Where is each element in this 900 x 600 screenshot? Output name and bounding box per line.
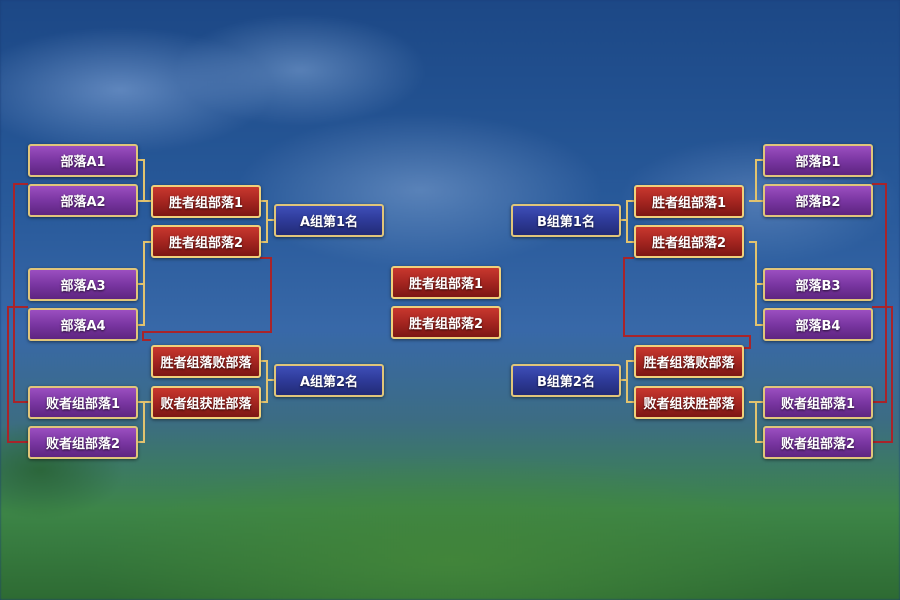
final-winner-tribe-1[interactable]: 胜者组部落1 — [391, 266, 501, 299]
group-a-first-place[interactable]: A组第1名 — [274, 204, 384, 237]
connector-b-first-top — [620, 200, 634, 221]
loser-bracket-tribe-a2[interactable]: 败者组部落2 — [28, 426, 138, 459]
winner-bracket-tribe-b2[interactable]: 胜者组部落2 — [634, 225, 744, 258]
winner-bracket-loser-b[interactable]: 胜者组落败部落 — [634, 345, 744, 378]
loser-bracket-tribe-b1[interactable]: 败者组部落1 — [763, 386, 873, 419]
group-b-first-place[interactable]: B组第1名 — [511, 204, 621, 237]
group-b-second-place[interactable]: B组第2名 — [511, 364, 621, 397]
connector-a3-a4 — [137, 241, 151, 285]
connector-a-red-outer — [13, 183, 28, 403]
connector-a-second-bottom — [260, 380, 268, 403]
connector-loser-pair-a — [137, 401, 145, 443]
connector-b1-b2 — [749, 159, 763, 202]
loser-bracket-tribe-a1[interactable]: 败者组部落1 — [28, 386, 138, 419]
connector-b-second-top — [620, 360, 634, 381]
connector-b-red-outer2 — [872, 306, 893, 443]
tribe-a2[interactable]: 部落A2 — [28, 184, 138, 217]
winner-bracket-tribe-a1[interactable]: 胜者组部落1 — [151, 185, 261, 218]
tribe-a1[interactable]: 部落A1 — [28, 144, 138, 177]
connector-a-second-top — [260, 360, 274, 381]
connector-a-red-outer2 — [7, 306, 28, 443]
tribe-b1[interactable]: 部落B1 — [763, 144, 873, 177]
connector-a-red-loss — [142, 257, 272, 341]
connector-a-first-top — [260, 200, 274, 221]
loser-bracket-winner-a[interactable]: 败者组获胜部落 — [151, 386, 261, 419]
connector-a1-a2 — [137, 159, 151, 202]
connector-b-red-outer — [872, 183, 887, 403]
connector-a4-stub — [137, 284, 145, 326]
winner-bracket-tribe-a2[interactable]: 胜者组部落2 — [151, 225, 261, 258]
connector-b-second-bottom — [626, 380, 634, 403]
connector-b4-stub — [755, 284, 763, 326]
connector-loser-pair-b — [755, 401, 763, 443]
tribe-a3[interactable]: 部落A3 — [28, 268, 138, 301]
tribe-b3[interactable]: 部落B3 — [763, 268, 873, 301]
loser-bracket-winner-b[interactable]: 败者组获胜部落 — [634, 386, 744, 419]
tribe-b4[interactable]: 部落B4 — [763, 308, 873, 341]
tribe-b2[interactable]: 部落B2 — [763, 184, 873, 217]
group-a-second-place[interactable]: A组第2名 — [274, 364, 384, 397]
connector-b-red-loss — [623, 257, 751, 349]
winner-bracket-loser-a[interactable]: 胜者组落败部落 — [151, 345, 261, 378]
connector-b-first-bottom — [626, 220, 634, 243]
connector-b3-b4 — [749, 241, 763, 285]
final-winner-tribe-2[interactable]: 胜者组部落2 — [391, 306, 501, 339]
winner-bracket-tribe-b1[interactable]: 胜者组部落1 — [634, 185, 744, 218]
tribe-a4[interactable]: 部落A4 — [28, 308, 138, 341]
loser-bracket-tribe-b2[interactable]: 败者组部落2 — [763, 426, 873, 459]
connector-a-first-bottom — [260, 220, 268, 243]
